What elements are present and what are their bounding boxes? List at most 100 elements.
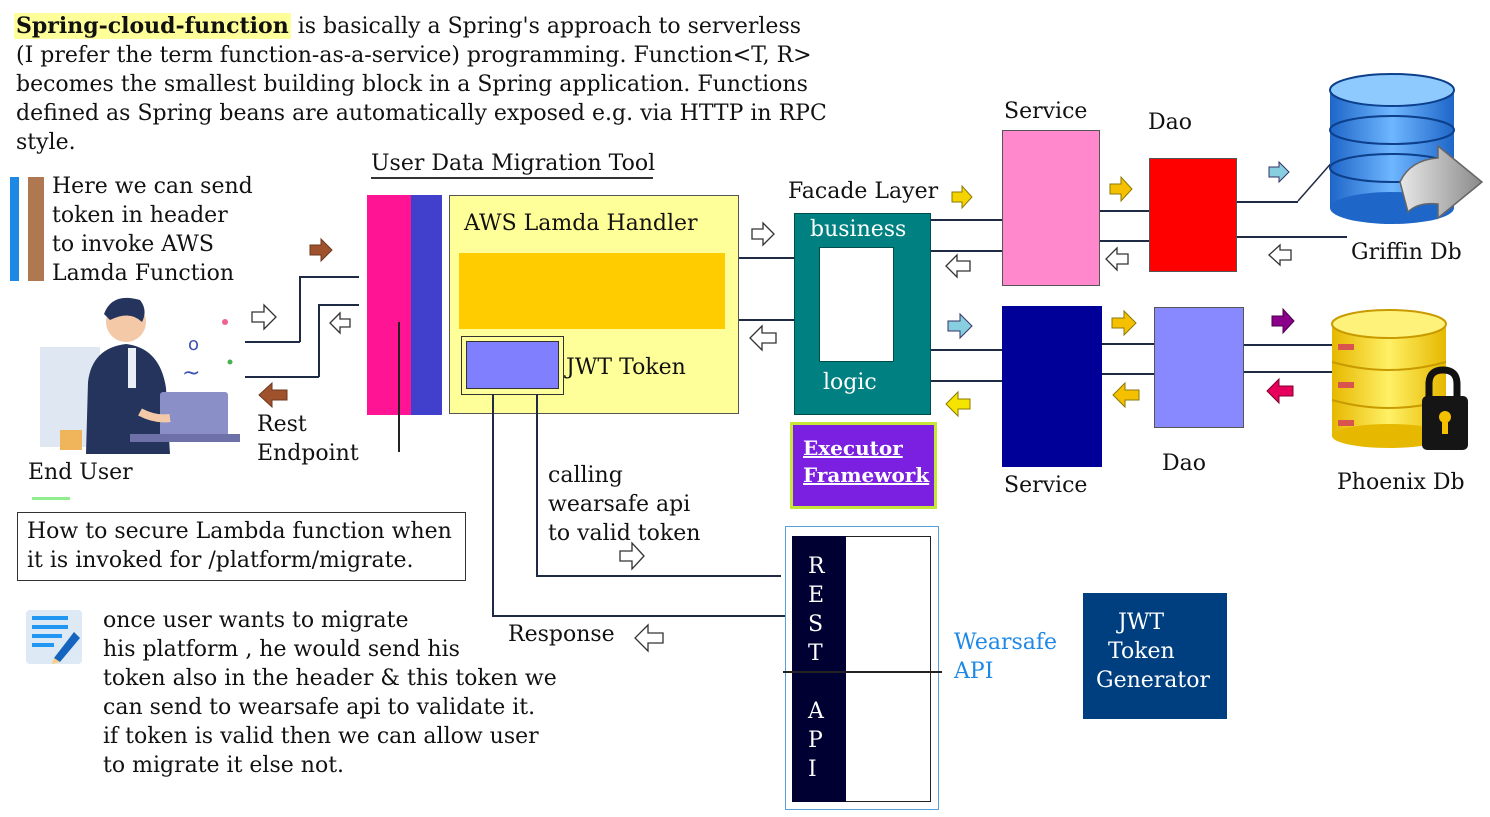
connector-dao-griffin-2 <box>1237 236 1347 238</box>
connector-user-in-v <box>318 304 320 377</box>
connector-lambda-facade-top <box>739 257 794 259</box>
facade-layer-label: Facade Layer <box>788 179 939 204</box>
calling-note-line-1: calling <box>548 463 623 488</box>
connector-facade-service-bottom-2 <box>931 380 1002 382</box>
connector-service-dao-bottom-1 <box>1102 343 1154 345</box>
rest-api-letter-p: P <box>808 728 823 753</box>
rest-api-frame <box>785 526 939 810</box>
arrow-right-purple-icon <box>1271 307 1295 335</box>
jwt-generator-line-1: JWT <box>1118 610 1165 635</box>
arrow-left-outline-icon <box>749 324 777 352</box>
intro-line-4: defined as Spring beans are automaticall… <box>16 101 827 126</box>
jwt-token-label: JWT Token <box>566 355 686 380</box>
jwt-token-box <box>466 341 559 389</box>
connector-user-in-h2 <box>318 304 359 306</box>
service-top-box <box>1002 130 1100 286</box>
intro-line-5: style. <box>16 130 76 155</box>
griffin-db-icon <box>1329 73 1484 224</box>
rest-api-letter-s: S <box>808 612 824 637</box>
connector-response-h <box>492 615 786 617</box>
executor-line-1: Executor <box>803 436 903 460</box>
executor-framework-box <box>790 422 937 509</box>
rest-api-letter-i: I <box>808 757 817 782</box>
business-label: business <box>810 217 907 242</box>
connector-service-dao-bottom-2 <box>1102 373 1154 375</box>
service-bottom-box <box>1002 306 1102 467</box>
dao-bottom-label: Dao <box>1162 451 1206 476</box>
rest-api-letter-r: R <box>808 554 825 579</box>
connector-service-dao-top-1 <box>1100 210 1149 212</box>
griffin-db-label: Griffin Db <box>1351 240 1462 265</box>
calling-note-line-2: wearsafe api <box>548 492 691 517</box>
arrow-right-brown-icon <box>309 237 333 263</box>
note-bar-blue <box>10 177 19 281</box>
arrow-left-outline-icon <box>634 623 664 653</box>
svg-text:o: o <box>188 334 199 355</box>
note-edit-icon <box>26 610 82 664</box>
service-top-label: Service <box>1004 99 1088 124</box>
arrow-right-outline-icon <box>751 221 775 247</box>
arrow-right-outline-icon <box>619 541 645 571</box>
logic-label: logic <box>823 370 877 395</box>
facade-inner-box <box>819 247 894 362</box>
lambda-inner-box <box>459 253 725 329</box>
connector-facade-service-bottom-1 <box>931 349 1002 351</box>
rest-api-dark-strip <box>792 536 846 802</box>
phoenix-db-icon <box>1331 309 1468 450</box>
rest-endpoint-line-1: Rest <box>257 412 307 437</box>
arrow-right-outline-icon <box>251 303 277 331</box>
secure-question-box <box>17 512 466 581</box>
connector-user-in-h1 <box>245 376 319 378</box>
calling-note-line-3: to valid token <box>548 521 701 546</box>
intro-line-2: (I prefer the term function-as-a-service… <box>16 43 812 68</box>
response-label: Response <box>508 622 615 647</box>
connector-service-dao-top-2 <box>1100 240 1149 242</box>
arrow-left-yellow-icon <box>945 390 971 418</box>
wearsafe-api-line-1: Wearsafe <box>954 630 1058 655</box>
rest-endpoint-line-2: Endpoint <box>257 441 359 466</box>
note-token-line-1: Here we can send <box>52 174 253 199</box>
arrow-right-lightblue-icon <box>947 312 973 340</box>
migrate-note-line-4: can send to wearsafe api to validate it. <box>103 695 536 720</box>
migrate-note-line-1: once user wants to migrate <box>103 608 409 633</box>
connector-facade-service-top-2 <box>931 250 1002 252</box>
arrow-left-outline-icon <box>329 311 351 335</box>
arrow-right-yellow-icon <box>1109 175 1133 203</box>
connector-lambda-facade-bottom <box>739 319 794 321</box>
arrow-left-brown-icon <box>258 381 288 409</box>
note-token-line-3: to invoke AWS <box>52 232 214 257</box>
migrate-note-line-3: token also in the header & this token we <box>103 666 557 691</box>
intro-line-1: Spring-cloud-function is basically a Spr… <box>14 12 801 41</box>
wearsafe-api-line-2: API <box>954 659 994 684</box>
connector-facade-service-top-1 <box>931 219 1002 221</box>
note-bar-brown <box>28 177 44 281</box>
note-token-line-4: Lamda Function <box>52 261 234 286</box>
lambda-handler-label: AWS Lamda Handler <box>464 211 698 236</box>
migrate-note-line-5: if token is valid then we can allow user <box>103 724 539 749</box>
dao-top-label: Dao <box>1148 110 1192 135</box>
end-user-illustration: o ~ <box>30 292 245 454</box>
rest-api-letter-e: E <box>808 583 825 608</box>
connector-user-out-v <box>299 276 301 342</box>
intro-line-3: becomes the smallest building block in a… <box>16 72 808 97</box>
arrow-right-yellow-icon <box>1111 309 1137 337</box>
dao-top-box <box>1149 158 1237 272</box>
rest-api-letter-t: T <box>808 641 823 666</box>
jwt-generator-line-3: Generator <box>1096 668 1211 693</box>
arrow-left-yellow-icon <box>1112 381 1140 409</box>
secure-question-line-2: it is invoked for /platform/migrate. <box>27 548 414 573</box>
connector-response-v <box>492 394 494 616</box>
connector-dao-phoenix-1 <box>1244 344 1332 346</box>
note-token-line-2: token in header <box>52 203 228 228</box>
service-bottom-label: Service <box>1004 473 1088 498</box>
rest-api-letter-a: A <box>808 699 824 724</box>
connector-dao-griffin-1 <box>1237 201 1298 203</box>
arrow-right-lightblue-icon <box>1268 160 1290 184</box>
connector-calling-v <box>536 394 538 576</box>
connector-dao-phoenix-2 <box>1244 371 1332 373</box>
migrate-note-line-6: to migrate it else not. <box>103 753 345 778</box>
connector-user-out-h2 <box>299 276 359 278</box>
phoenix-db-label: Phoenix Db <box>1337 470 1465 495</box>
connector-user-out-h1 <box>245 341 300 343</box>
tool-title-underline <box>371 177 653 179</box>
